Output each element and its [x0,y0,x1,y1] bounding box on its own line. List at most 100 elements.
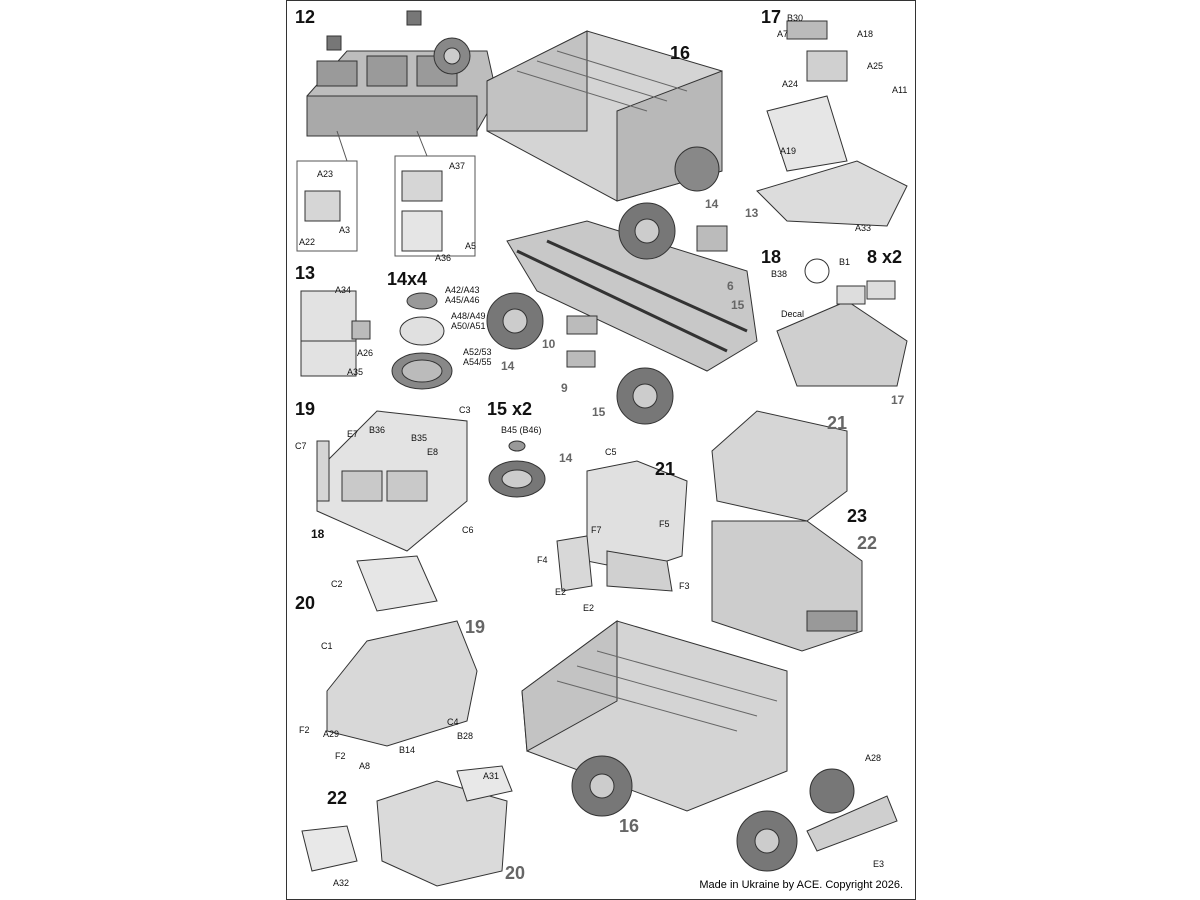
part-A45: A45/A46 [445,295,480,305]
part-A37: A37 [449,161,466,171]
part-F4: F4 [537,555,548,565]
ref-16-label: 16 [619,816,640,836]
part-A34: A34 [335,285,352,295]
step-21-label: 21 [655,459,676,479]
ref-21-label: 21 [827,413,848,433]
ref-20-label: 20 [505,863,526,883]
part-A23: A23 [317,169,334,179]
ref-13: 13 [745,206,759,220]
part-A35: A35 [347,367,364,377]
part-B1: B1 [839,257,851,267]
part-A29: A29 [323,729,340,739]
part-A7: A7 [777,29,789,39]
part-F7: F7 [591,525,602,535]
part-A50: A50/A51 [451,321,486,331]
part-A42: A42/A43 [445,285,480,295]
part-Decal: Decal [781,309,805,319]
part-E8: E8 [427,447,439,457]
ref-22-label: 22 [857,533,878,553]
ref-14b: 14 [501,359,515,373]
part-A25: A25 [867,61,884,71]
step12-cargo-assembly [306,10,498,137]
step-23-label: 23 [847,506,868,526]
step-17-label: 17 [761,7,782,27]
step18-cab-interior [776,258,908,387]
part-C5: C5 [605,447,617,457]
step17-cab-floor [756,20,908,227]
part-C4: C4 [447,717,459,727]
step-16-label: 16 [670,43,691,63]
step15-spare-wheel [488,440,546,498]
step-20-label: 20 [295,593,316,613]
step13-crate [300,290,371,377]
ref-19-label: 19 [465,617,486,637]
ref-17: 17 [891,393,905,407]
ref-6: 6 [727,279,734,293]
part-A11: A11 [892,85,908,95]
step22-cab-base [301,765,513,887]
part-E2a: E2 [555,587,567,597]
part-A48: A48/A49 [451,311,486,321]
copyright-footer: Made in Ukraine by ACE. Copyright 2026. [699,879,903,891]
ref-18-small: 18 [311,527,325,541]
part-F3: F3 [679,581,690,591]
ref-15b: 15 [592,405,606,419]
step19-seats [316,410,468,552]
part-E7: E7 [347,429,359,439]
chassis-assembly [486,202,758,425]
final-truck-assembly [521,620,898,872]
ref-10: 10 [542,337,556,351]
ref-14c: 14 [559,451,573,465]
assembly-illustration [296,10,908,887]
step-19-label: 19 [295,399,316,419]
ref-9: 9 [561,381,568,395]
part-A8: A8 [359,761,371,771]
step14-wheel-parts [391,292,453,390]
part-E3: E3 [873,859,885,869]
part-F5: F5 [659,519,670,529]
part-B30: B30 [787,13,804,23]
step16-cargo-bed [486,30,723,202]
part-A33: A33 [855,223,872,233]
part-A22: A22 [299,237,316,247]
part-A3: A3 [339,225,351,235]
part-E2b: E2 [583,603,595,613]
step-12-label: 12 [295,7,316,27]
part-A24: A24 [782,79,799,89]
ref-15a: 15 [731,298,745,312]
step-15-label: 15 x2 [487,399,533,419]
part-A19: A19 [780,146,797,156]
part-B45: B45 (B46) [501,425,542,435]
part-C6: C6 [462,525,474,535]
part-C2: C2 [331,579,343,589]
part-A28: A28 [865,753,882,763]
step20-cab [326,555,478,747]
part-A5: A5 [465,241,477,251]
part-B35: B35 [411,433,428,443]
part-C3: C3 [459,405,471,415]
step21-22-cab [711,410,863,652]
step-14-label: 14x4 [387,269,428,289]
step-8x2-label: 8 x2 [867,247,903,267]
part-B36: B36 [369,425,386,435]
part-F2a: F2 [299,725,310,735]
part-A32: A32 [333,878,350,888]
part-A52: A52/53 [463,347,492,357]
part-B14: B14 [399,745,416,755]
part-A36: A36 [435,253,452,263]
step21-cab-shell [556,460,688,592]
ref-14a: 14 [705,197,719,211]
part-A18: A18 [857,29,874,39]
instruction-sheet: 12 13 14x4 15 x2 16 17 18 8 x2 19 21 23 … [286,0,916,900]
step-13-label: 13 [295,263,316,283]
part-B38: B38 [771,269,788,279]
step12-crate-parts [304,170,443,252]
part-A54: A54/55 [463,357,492,367]
part-A31: A31 [483,771,500,781]
part-A26: A26 [357,348,374,358]
step-22-label: 22 [327,788,348,808]
step-18-label: 18 [761,247,782,267]
part-F2b: F2 [335,751,346,761]
part-B28: B28 [457,731,474,741]
part-C7: C7 [295,441,307,451]
